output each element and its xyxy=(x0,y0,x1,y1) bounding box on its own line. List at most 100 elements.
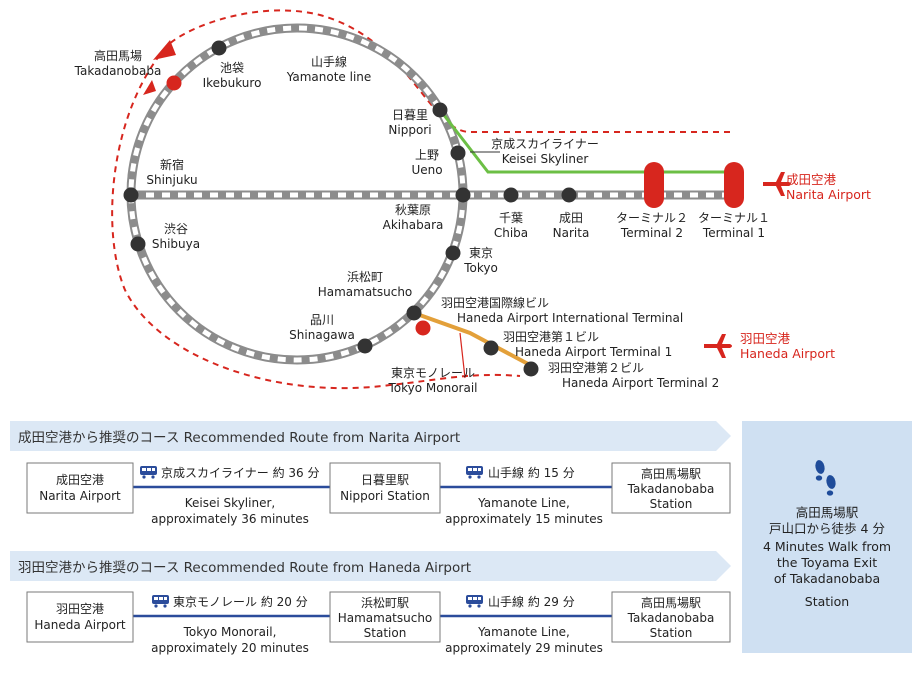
haneda-seg2-en1: Yamanote Line, xyxy=(477,625,570,639)
haneda-start-en: Haneda Airport xyxy=(34,618,126,632)
narita-terminal2-capsule xyxy=(644,162,664,208)
train-icon xyxy=(466,595,483,608)
ueno-ja: 上野 xyxy=(415,148,439,162)
haneda-t2-ja: 羽田空港第２ビル xyxy=(548,361,644,375)
walk-line-1: 高田馬場駅 xyxy=(796,505,859,520)
narita-end-en1: Takadanobaba xyxy=(627,482,715,496)
label-akihabara: 秋葉原 Akihabara xyxy=(383,203,444,232)
ikebukuro-en: Ikebukuro xyxy=(203,76,262,90)
station-nippori-dot xyxy=(432,102,448,118)
chiba-en: Chiba xyxy=(494,226,528,240)
haneda-airplane-icon xyxy=(704,334,732,358)
ueno-en: Ueno xyxy=(411,163,442,177)
narita-start-ja: 成田空港 xyxy=(56,473,104,487)
haneda-seg1-en2: approximately 20 minutes xyxy=(151,641,309,655)
walk-info-box xyxy=(742,421,912,653)
haneda-route-banner xyxy=(10,551,731,581)
shibuya-ja: 渋谷 xyxy=(164,222,188,236)
label-shibuya: 渋谷 Shibuya xyxy=(152,222,200,251)
station-shinagawa-dot xyxy=(357,338,373,354)
station-narita-dot xyxy=(561,187,577,203)
label-monorail: 東京モノレール Tokyo Monorail xyxy=(387,366,477,395)
haneda-route-title: 羽田空港から推奨のコース Recommended Route from Hane… xyxy=(18,560,471,576)
haneda-end-en2: Station xyxy=(650,626,693,640)
walk-line-3: 4 Minutes Walk from xyxy=(763,539,891,554)
station-ikebukuro-dot xyxy=(211,40,227,56)
nippori-mid-ja: 日暮里駅 xyxy=(361,473,409,487)
label-shinjuku: 新宿 Shinjuku xyxy=(146,157,197,187)
station-tokyo-dot xyxy=(445,245,461,261)
hamamatsucho-en: Hamamatsucho xyxy=(318,285,413,299)
train-icon xyxy=(140,466,157,479)
footprints-icon xyxy=(815,460,836,496)
station-haneda-t1-dot xyxy=(483,340,499,356)
red-arrowhead-2 xyxy=(143,80,156,95)
haneda-airport-ja: 羽田空港 xyxy=(740,331,791,346)
label-skyliner: 京成スカイライナー Keisei Skyliner xyxy=(491,137,599,166)
shinagawa-en: Shinagawa xyxy=(289,328,355,342)
shibuya-en: Shibuya xyxy=(152,237,200,251)
label-haneda-t2: 羽田空港第２ビル Haneda Airport Terminal 2 xyxy=(548,361,719,390)
narita-end-en2: Station xyxy=(650,497,693,511)
label-takadanobaba: 高田馬場 Takadanobaba xyxy=(74,48,162,78)
shinjuku-en: Shinjuku xyxy=(146,173,197,187)
yamanote-ja: 山手線 xyxy=(311,54,347,69)
hamamatsucho-mid-box xyxy=(329,591,441,643)
walk-line-4: the Toyama Exit xyxy=(777,555,877,570)
station-hamamatsucho-dot xyxy=(406,305,422,321)
monorail-ja: 東京モノレール xyxy=(391,366,475,380)
red-arrowhead xyxy=(153,40,176,60)
station-akihabara-dot xyxy=(455,187,471,203)
hamamatsucho-mid-ja: 浜松町駅 xyxy=(361,596,409,610)
label-haneda-t1: 羽田空港第１ビル Haneda Airport Terminal 1 xyxy=(503,330,672,359)
haneda-end-ja: 高田馬場駅 xyxy=(641,595,701,610)
haneda-seg1-en1: Tokyo Monorail, xyxy=(183,625,277,639)
hamamatsucho-ja: 浜松町 xyxy=(347,270,383,284)
narita-seg2-en1: Yamanote Line, xyxy=(477,496,570,510)
narita-end-box xyxy=(611,462,731,514)
label-terminal1: ターミナル１ Terminal 1 xyxy=(698,211,770,240)
narita-route-title: 成田空港から推奨のコース Recommended Route from Nari… xyxy=(18,430,460,446)
tokyo-ja: 東京 xyxy=(469,246,493,260)
walk-line-2: 戸山口から徒歩 4 分 xyxy=(769,521,885,536)
takadanobaba-en: Takadanobaba xyxy=(74,64,162,78)
haneda-start-ja: 羽田空港 xyxy=(56,602,104,616)
haneda-seg1-ja: 東京モノレール 約 20 分 xyxy=(173,594,308,609)
shinjuku-ja: 新宿 xyxy=(160,157,184,172)
haneda-seg2-en2: approximately 29 minutes xyxy=(445,641,603,655)
walk-line-5: of Takadanobaba xyxy=(774,571,880,586)
station-chiba-dot xyxy=(503,187,519,203)
narita-seg1-ja: 京成スカイライナー 約 36 分 xyxy=(161,465,319,480)
label-shinagawa: 品川 Shinagawa xyxy=(289,313,355,342)
station-haneda-t2-dot xyxy=(523,361,539,377)
narita-seg1-en1: Keisei Skyliner, xyxy=(185,496,275,510)
hamamatsucho-mid-en1: Hamamatsucho xyxy=(338,611,433,625)
tokyo-en: Tokyo xyxy=(463,261,498,275)
terminal1-ja: ターミナル１ xyxy=(698,211,770,225)
akihabara-en: Akihabara xyxy=(383,218,444,232)
narita-seg1-en2: approximately 36 minutes xyxy=(151,512,309,526)
nippori-mid-en: Nippori Station xyxy=(340,489,430,503)
narita-en: Narita xyxy=(553,226,590,240)
label-ueno: 上野 Ueno xyxy=(411,148,442,177)
narita-ja: 成田 xyxy=(559,211,583,225)
narita-seg2-ja: 山手線 約 15 分 xyxy=(488,465,575,480)
terminal2-en: Terminal 2 xyxy=(620,226,683,240)
train-icon xyxy=(466,466,483,479)
haneda-intl-ja: 羽田空港国際線ビル xyxy=(441,295,549,310)
haneda-end-en1: Takadanobaba xyxy=(627,611,715,625)
monorail-en: Tokyo Monorail xyxy=(387,381,477,395)
label-chiba: 千葉 Chiba xyxy=(494,211,528,240)
haneda-t1-en: Haneda Airport Terminal 1 xyxy=(515,345,672,359)
narita-terminal1-capsule xyxy=(724,162,744,208)
terminal1-en: Terminal 1 xyxy=(702,226,765,240)
akihabara-ja: 秋葉原 xyxy=(395,203,431,217)
narita-start-en: Narita Airport xyxy=(39,489,121,503)
station-shinjuku-dot xyxy=(123,187,139,203)
haneda-t1-ja: 羽田空港第１ビル xyxy=(503,330,599,344)
skyliner-en: Keisei Skyliner xyxy=(502,152,589,166)
terminal2-ja: ターミナル２ xyxy=(616,211,688,225)
tokyo-monorail-line xyxy=(413,311,531,367)
